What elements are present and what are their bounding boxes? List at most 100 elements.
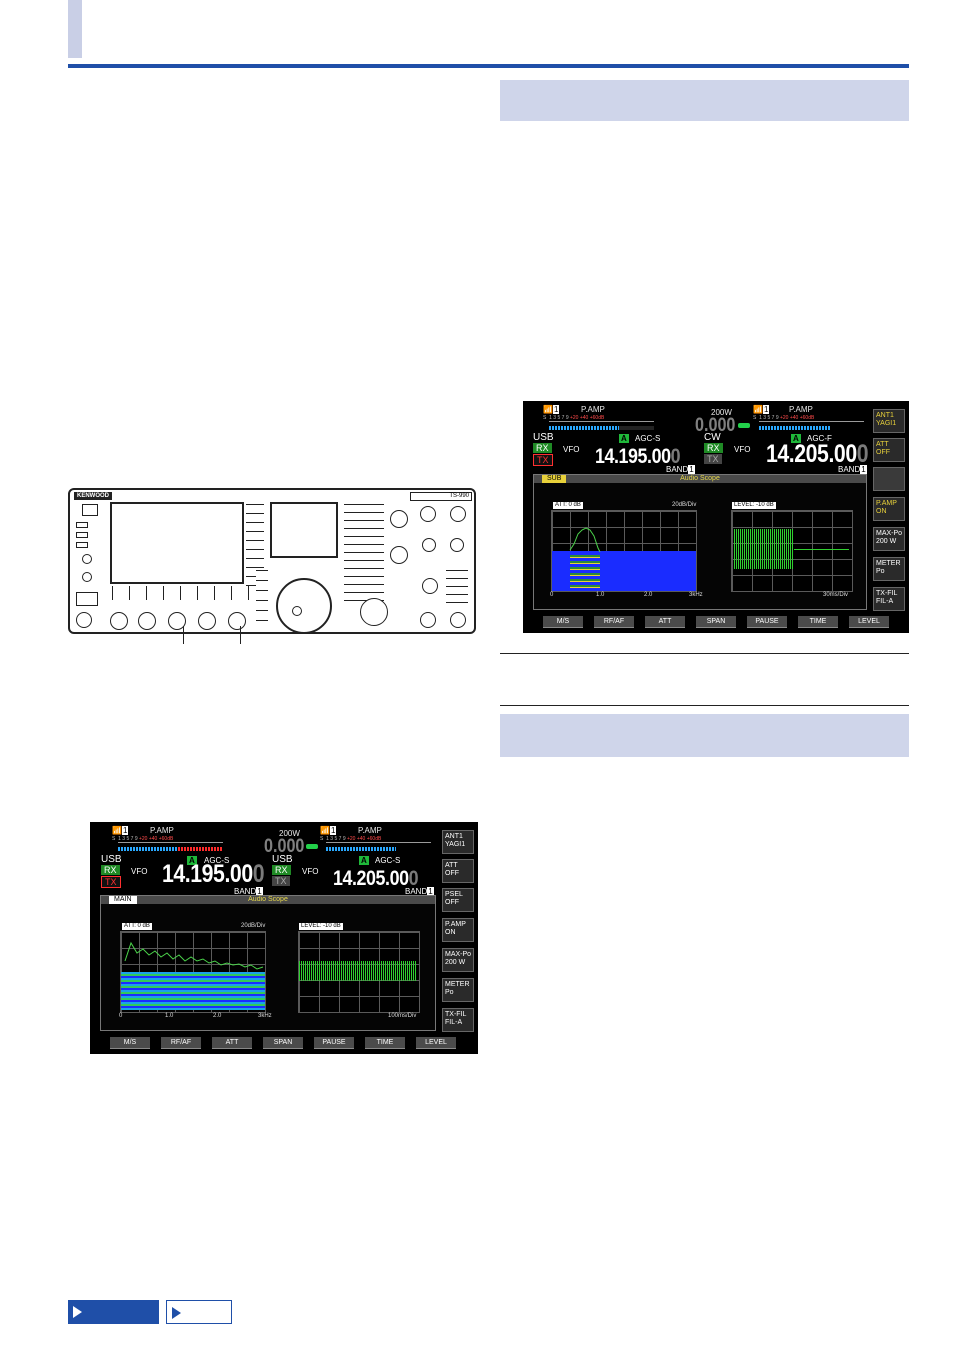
main-tuning-dial <box>276 578 332 634</box>
knob-r6 <box>450 538 464 552</box>
soft-key-pause[interactable]: PAUSE <box>747 616 787 628</box>
right-preamp: P.AMP <box>358 826 382 835</box>
soft-key-att[interactable]: ATT <box>212 1037 252 1049</box>
right-frequency: 14.205.000 <box>333 867 419 890</box>
soft-key-time[interactable]: TIME <box>798 616 838 628</box>
knob-r7 <box>422 578 438 594</box>
right-preamp: P.AMP <box>789 405 813 414</box>
right-vfo-a-badge: A <box>359 856 369 865</box>
audio-scope-tag: SUB <box>542 475 567 483</box>
right-agc: AGC-F <box>807 434 832 443</box>
knob-r3 <box>450 506 466 522</box>
main-dial-finger <box>292 606 302 616</box>
side-key-5[interactable]: MAX-Po 200 W <box>442 948 474 972</box>
right-vfo-a-badge: A <box>791 434 801 443</box>
soft-key-time[interactable]: TIME <box>365 1037 405 1049</box>
osc-baseline <box>794 549 849 550</box>
main-display <box>110 502 244 584</box>
soft-key-level[interactable]: LEVEL <box>849 616 889 628</box>
callout-line-2 <box>240 626 241 644</box>
soft-key-rfaf[interactable]: RF/AF <box>161 1037 201 1049</box>
side-key-2[interactable]: ATT OFF <box>873 438 905 462</box>
knob-4 <box>198 612 216 630</box>
fft-tick-1: 1.0 <box>165 1013 174 1019</box>
knob-2 <box>138 612 156 630</box>
power-switch <box>82 504 98 516</box>
soft-key-att[interactable]: ATT <box>645 616 685 628</box>
audio-scope-panel: Audio Scope MAIN ATT: 0 dB 20dB/Div 0 1.… <box>100 895 436 1031</box>
osc-level-label: LEVEL: -10 dB <box>732 502 776 509</box>
side-key-6[interactable]: METER Po <box>442 978 474 1002</box>
left-preamp: P.AMP <box>581 405 605 414</box>
side-key-1[interactable]: ANT1 YAGI1 <box>442 830 474 854</box>
fft-tick-2: 2.0 <box>213 1013 222 1019</box>
power-label: 200W <box>279 829 300 838</box>
right-mode: CW <box>704 432 721 443</box>
fft-att-label: ATT: 0 dB <box>122 923 152 930</box>
mic-connector <box>76 612 92 628</box>
nav-back-button[interactable] <box>68 1300 159 1324</box>
left-vfo: VFO <box>563 445 580 454</box>
right-meter-scale: S 1 3 5 7 9 +20 +40 +60dB <box>320 836 382 842</box>
section-bar-top <box>500 80 909 121</box>
left-s-meter-over <box>178 847 223 851</box>
phones-jack-2 <box>82 572 92 582</box>
left-ant-indicator: 📶1 <box>543 405 560 414</box>
soft-key-span[interactable]: SPAN <box>263 1037 303 1049</box>
osc-waveform <box>734 529 794 569</box>
soft-key-ms[interactable]: M/S <box>543 616 583 628</box>
right-rx-badge: RX <box>704 443 723 453</box>
soft-key-rfaf[interactable]: RF/AF <box>594 616 634 628</box>
link-plug-icon <box>738 423 750 428</box>
right-s-meter <box>759 426 831 430</box>
fft-waterfall-signal <box>570 555 600 589</box>
side-key-7[interactable]: TX-FIL FIL-A <box>873 587 905 611</box>
side-key-4[interactable]: P.AMP ON <box>873 497 905 521</box>
right-frequency: 14.205.000 <box>766 440 869 468</box>
right-mode: USB <box>272 854 293 865</box>
right-ant-indicator: 📶1 <box>320 826 337 835</box>
left-agc: AGC-S <box>204 856 230 865</box>
section-bar-bottom <box>500 714 909 757</box>
soft-key-ms[interactable]: M/S <box>110 1037 150 1049</box>
side-key-3[interactable] <box>873 467 905 491</box>
left-vfo-a-badge: A <box>187 856 197 865</box>
side-key-3[interactable]: PSEL OFF <box>442 888 474 912</box>
side-key-2[interactable]: ATT OFF <box>442 859 474 883</box>
knob-r1 <box>390 510 408 528</box>
left-meter-scale: S 1 3 5 7 9 +20 +40 +60dB <box>543 415 605 421</box>
left-key-2 <box>76 532 88 538</box>
right-side-keys <box>446 570 468 608</box>
left-frequency: 14.195.000 <box>162 860 265 888</box>
knob-r2 <box>420 506 436 522</box>
right-tx-badge: TX <box>704 454 722 464</box>
fft-tick-0: 0 <box>119 1013 123 1019</box>
fft-scale-label: 20dB/Div <box>672 502 697 508</box>
side-key-6[interactable]: METER Po <box>873 557 905 581</box>
fft-tick-3: 3kHz <box>258 1013 272 1019</box>
center-frequency: 0.000 <box>264 836 305 857</box>
sub-audio-scope-screen: 📶1 P.AMP S 1 3 5 7 9 +20 +40 +60dB 200W … <box>523 401 909 633</box>
knob-5 <box>228 612 246 630</box>
right-ant-indicator: 📶1 <box>753 405 770 414</box>
right-vfo: VFO <box>302 867 319 876</box>
left-meter-scale-line <box>549 421 654 422</box>
side-key-7[interactable]: TX-FIL FIL-A <box>442 1008 474 1032</box>
left-meter-scale: S 1 3 5 7 9 +20 +40 +60dB <box>112 836 174 842</box>
divider-rule-2 <box>500 705 909 706</box>
right-agc: AGC-S <box>375 856 401 865</box>
nav-next-button[interactable] <box>166 1300 232 1324</box>
right-band: BAND1 <box>405 887 434 896</box>
right-vfo: VFO <box>734 445 751 454</box>
right-meter-scale-line <box>326 842 431 843</box>
side-key-4[interactable]: P.AMP ON <box>442 918 474 942</box>
left-key-3 <box>76 542 88 548</box>
soft-key-pause[interactable]: PAUSE <box>314 1037 354 1049</box>
soft-key-span[interactable]: SPAN <box>696 616 736 628</box>
left-band: BAND1 <box>234 887 263 896</box>
soft-key-level[interactable]: LEVEL <box>416 1037 456 1049</box>
side-key-5[interactable]: MAX-Po 200 W <box>873 527 905 551</box>
side-key-1[interactable]: ANT1 YAGI1 <box>873 409 905 433</box>
knob-1 <box>110 612 128 630</box>
header-rule <box>68 64 909 68</box>
